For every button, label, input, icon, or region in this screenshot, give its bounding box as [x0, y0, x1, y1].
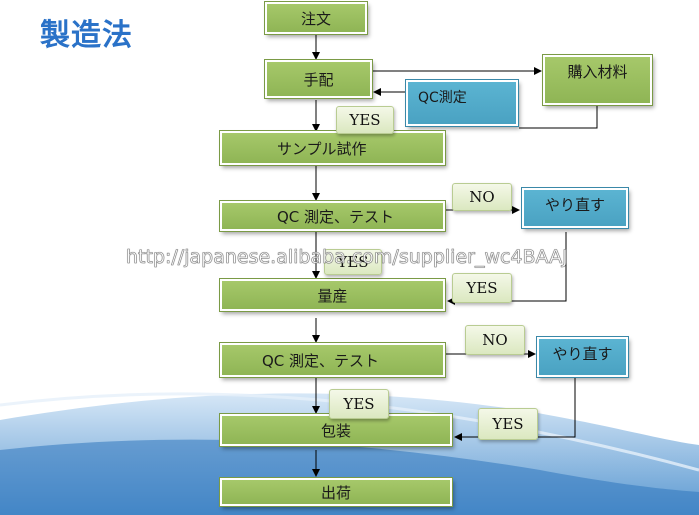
node-redo-1: やり直す: [521, 187, 629, 229]
label-yes-2: YES: [324, 249, 382, 275]
node-qc-test-2: QC 測定、テスト: [219, 342, 446, 378]
label-yes-3: YES: [452, 273, 512, 303]
page-title: 製造法: [40, 18, 133, 53]
node-redo-2: やり直す: [536, 336, 629, 378]
label-yes-1: YES: [336, 106, 394, 134]
node-purchase-materials: 購入材料: [542, 54, 653, 106]
node-packaging: 包装: [219, 413, 453, 447]
label-yes-5: YES: [478, 408, 538, 440]
node-order: 注文: [264, 1, 368, 35]
node-sample-production: サンプル試作: [219, 130, 446, 166]
label-no-2: NO: [465, 325, 525, 355]
label-no-1: NO: [452, 183, 512, 211]
label-yes-4: YES: [329, 389, 389, 419]
node-shipping: 出荷: [219, 477, 453, 507]
node-qc-test-1: QC 測定、テスト: [219, 200, 446, 232]
node-arrange: 手配: [264, 59, 373, 99]
node-mass-production: 量産: [219, 278, 446, 312]
node-qc-measure: QC測定: [405, 79, 519, 127]
watermark-url: http://japanese.alibaba.com/supplier_wc4…: [126, 246, 568, 269]
